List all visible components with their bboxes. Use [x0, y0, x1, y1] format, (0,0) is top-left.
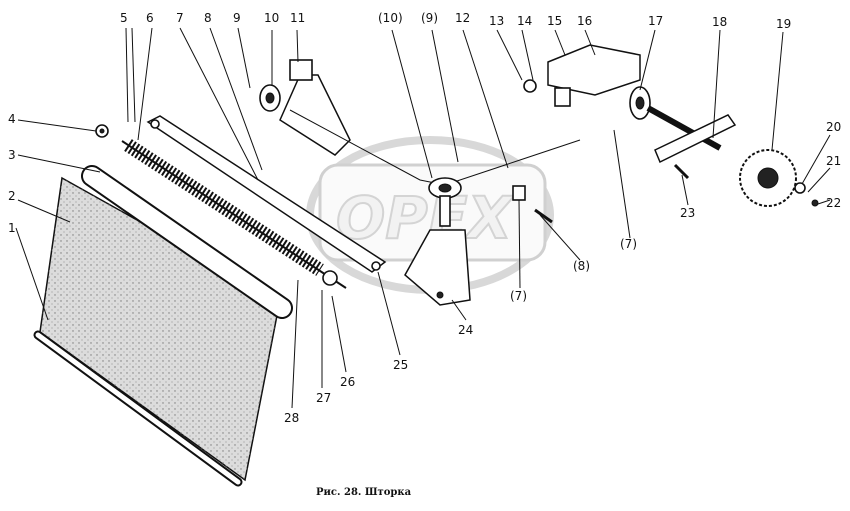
support-bracket [404, 229, 471, 306]
callout-label: 9 [233, 11, 241, 25]
callout-label: 16 [577, 14, 592, 28]
callout-label: 4 [8, 112, 16, 126]
bracket-arm [146, 115, 387, 273]
callout-labels: 1 2 3 4 5 6 7 8 9 10 11 (10) (9) 12 13 1… [8, 11, 841, 425]
callout-label: 22 [826, 196, 841, 210]
pulley-bracket-left [259, 59, 351, 156]
callout-label: 1 [8, 221, 16, 235]
callout-label: 24 [458, 323, 473, 337]
spring-shaft [121, 139, 347, 289]
callout-label: (10) [378, 11, 403, 25]
callout-label: 5 [120, 11, 128, 25]
callout-label: (7) [620, 237, 637, 251]
callout-label: 25 [393, 358, 408, 372]
callout-label: (8) [573, 259, 590, 273]
nut [512, 185, 526, 201]
roller-tube [81, 165, 293, 319]
callout-label: 26 [340, 375, 355, 389]
adjust-knob [739, 149, 819, 207]
callout-label: 12 [455, 11, 470, 25]
motor-bracket [523, 44, 641, 107]
callout-label: 6 [146, 11, 154, 25]
leader-lines [15, 27, 831, 409]
center-pulley [428, 177, 462, 227]
callout-label: 20 [826, 120, 841, 134]
callout-label: 2 [8, 189, 16, 203]
callout-label: (7) [510, 289, 527, 303]
callout-label: 13 [489, 14, 504, 28]
screw [673, 163, 690, 180]
watermark: OPEX [306, 136, 554, 294]
callout-label: 18 [712, 15, 727, 29]
callout-label: (9) [421, 11, 438, 25]
callout-label: 10 [264, 11, 279, 25]
callout-label: 19 [776, 17, 791, 31]
callout-label: 23 [680, 206, 695, 220]
bottom-bar [33, 330, 243, 487]
drive-shaft [629, 86, 737, 164]
callout-label: 3 [8, 148, 16, 162]
bolt [534, 208, 553, 224]
callout-label: 27 [316, 391, 331, 405]
callout-label: 14 [517, 14, 532, 28]
callout-label: 21 [826, 154, 841, 168]
callout-label: 7 [176, 11, 184, 25]
callout-label: 17 [648, 14, 663, 28]
callout-label: 15 [547, 14, 562, 28]
figure-caption: Рис. 28. Шторка [316, 487, 412, 498]
callout-label: 28 [284, 411, 299, 425]
callout-label: 11 [290, 11, 305, 25]
callout-label: 8 [204, 11, 212, 25]
